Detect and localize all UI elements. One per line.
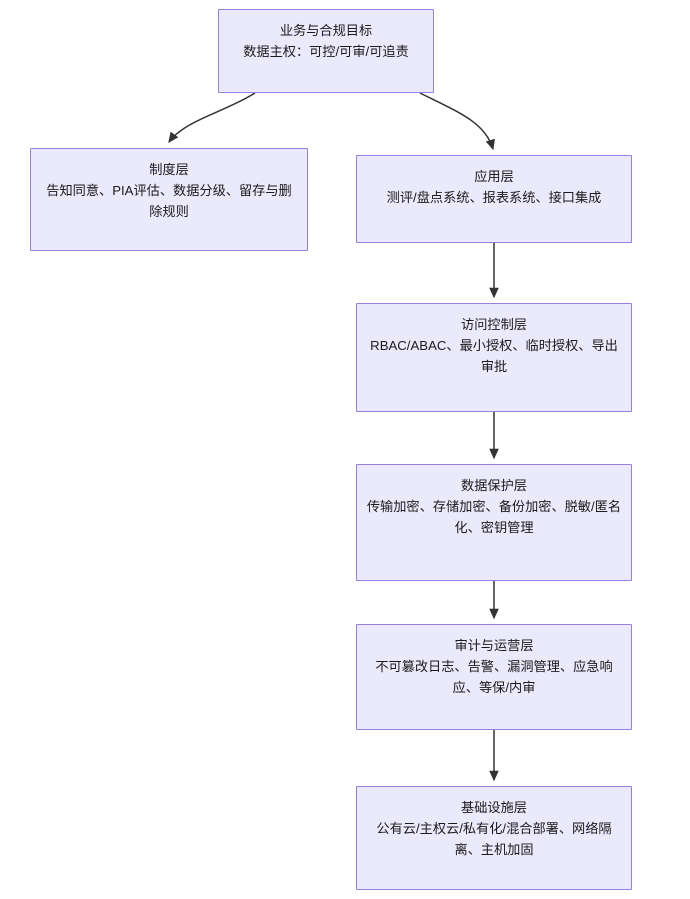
node-audit-operations-layer[interactable]: 审计与运营层 不可篡改日志、告警、漏洞管理、应急响应、等保/内审 bbox=[356, 624, 632, 730]
node-application-layer[interactable]: 应用层 测评/盘点系统、报表系统、接口集成 bbox=[356, 155, 632, 243]
node-description: 不可篡改日志、告警、漏洞管理、应急响应、等保/内审 bbox=[375, 659, 613, 695]
node-policy-layer[interactable]: 制度层 告知同意、PIA评估、数据分级、留存与删除规则 bbox=[30, 148, 308, 251]
node-business-compliance-goal[interactable]: 业务与合规目标 数据主权：可控/可审/可追责 bbox=[218, 9, 434, 93]
node-description: 测评/盘点系统、报表系统、接口集成 bbox=[386, 190, 602, 205]
node-description: RBAC/ABAC、最小授权、临时授权、导出审批 bbox=[370, 338, 618, 374]
node-title: 审计与运营层 bbox=[454, 638, 534, 653]
node-title: 访问控制层 bbox=[461, 317, 527, 332]
node-description: 数据主权：可控/可审/可追责 bbox=[243, 44, 409, 59]
node-title: 业务与合规目标 bbox=[279, 23, 373, 38]
node-access-control-layer[interactable]: 访问控制层 RBAC/ABAC、最小授权、临时授权、导出审批 bbox=[356, 303, 632, 412]
edge-goal-policy bbox=[168, 92, 256, 143]
node-infrastructure-layer[interactable]: 基础设施层 公有云/主权云/私有化/混合部署、网络隔离、主机加固 bbox=[356, 786, 632, 890]
edge-goal-app bbox=[419, 92, 495, 151]
node-description: 公有云/主权云/私有化/混合部署、网络隔离、主机加固 bbox=[376, 821, 612, 857]
node-title: 基础设施层 bbox=[461, 800, 527, 815]
node-title: 数据保护层 bbox=[461, 478, 527, 493]
node-description: 传输加密、存储加密、备份加密、脱敏/匿名化、密钥管理 bbox=[366, 499, 622, 535]
node-title: 应用层 bbox=[474, 169, 514, 184]
node-title: 制度层 bbox=[149, 162, 189, 177]
node-description: 告知同意、PIA评估、数据分级、留存与删除规则 bbox=[46, 183, 292, 219]
node-data-protection-layer[interactable]: 数据保护层 传输加密、存储加密、备份加密、脱敏/匿名化、密钥管理 bbox=[356, 464, 632, 581]
